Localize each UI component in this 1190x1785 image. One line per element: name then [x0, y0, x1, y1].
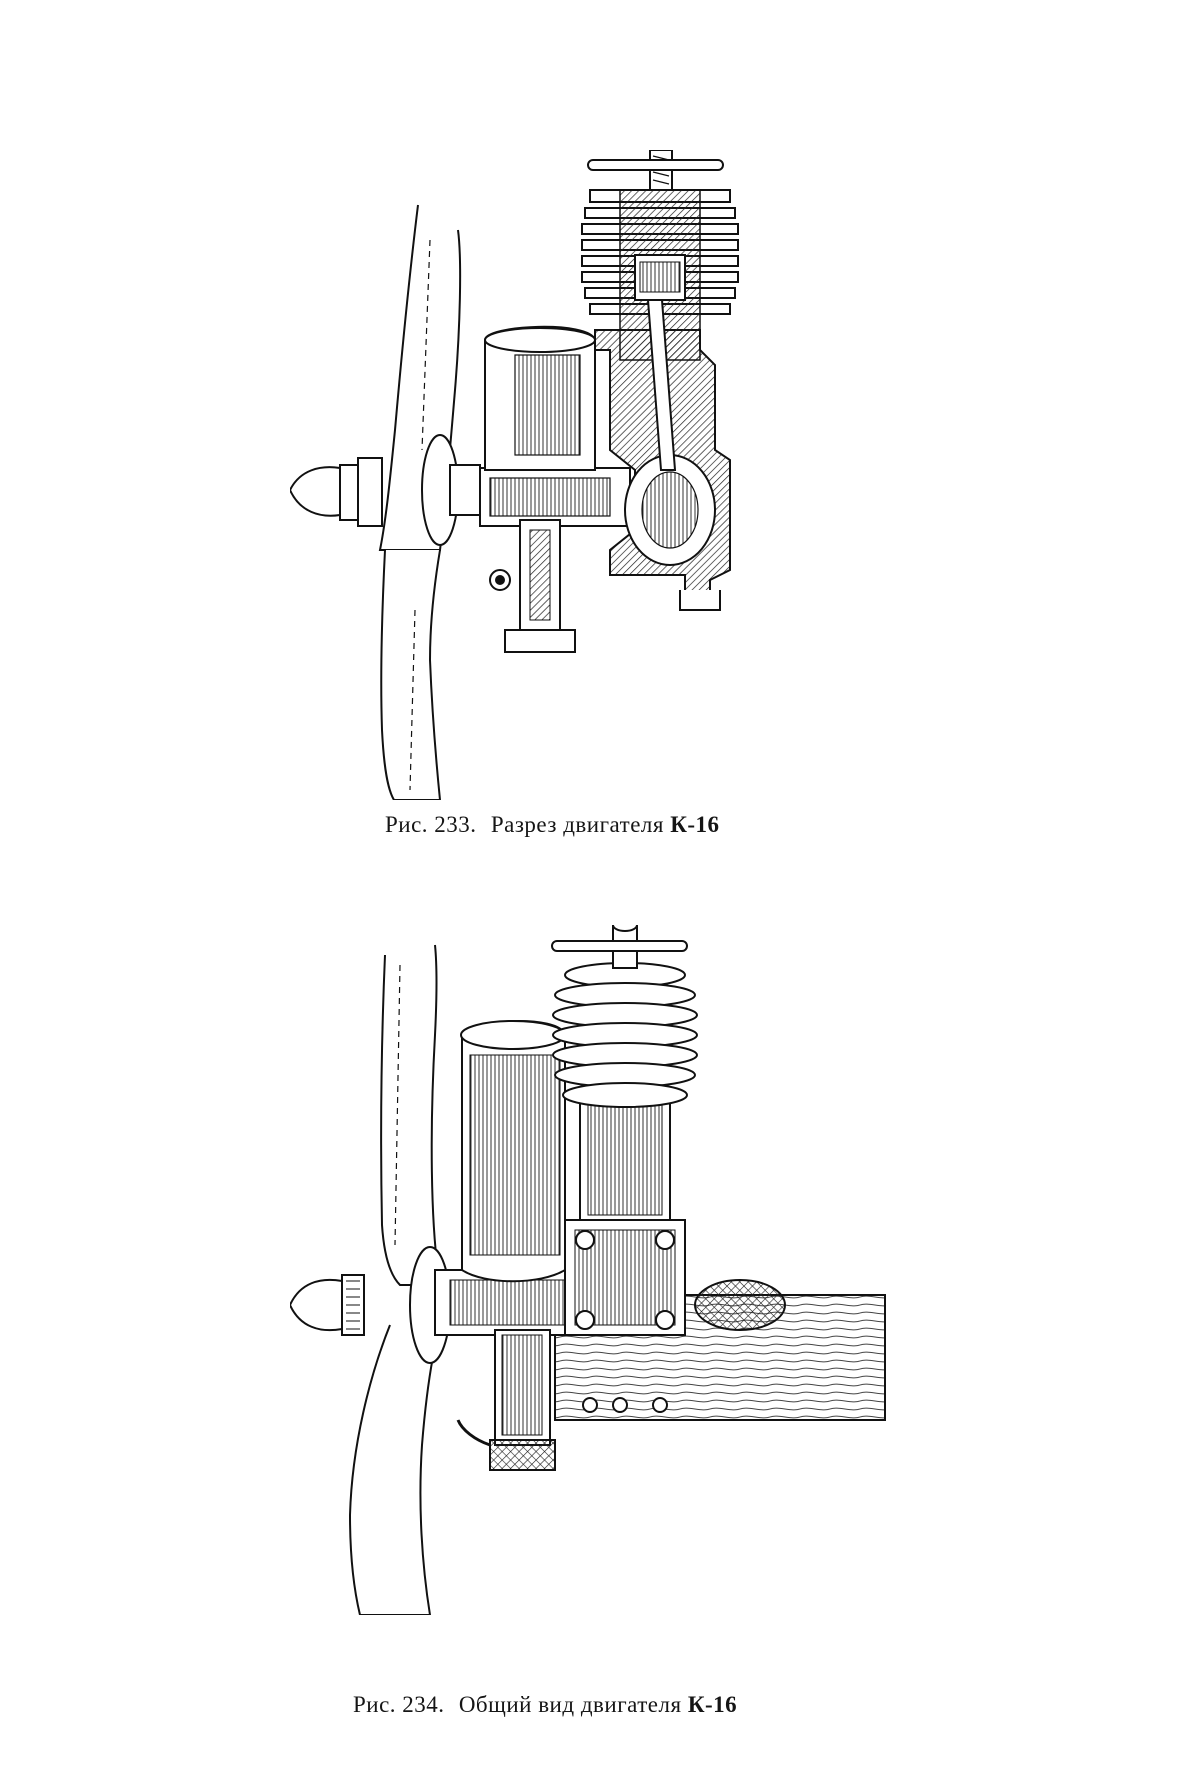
figure-233-model: К-16 — [670, 812, 720, 837]
figure-233-label: Рис. 233. — [385, 812, 477, 837]
engine-general-view-illustration — [290, 925, 890, 1615]
figure-233-caption: Рис. 233. Разрез двигателя К-16 — [385, 812, 720, 838]
figure-233-text: Разрез двигателя — [490, 812, 664, 837]
figure-234-model: К-16 — [687, 1692, 738, 1717]
figure-234-caption: Рис. 234. Общий вид двигателя К-16 — [353, 1692, 737, 1718]
engine-cutaway-illustration — [290, 150, 850, 800]
figure-234-text: Общий вид двигателя — [458, 1692, 682, 1717]
figure-234-label: Рис. 234. — [353, 1692, 445, 1717]
